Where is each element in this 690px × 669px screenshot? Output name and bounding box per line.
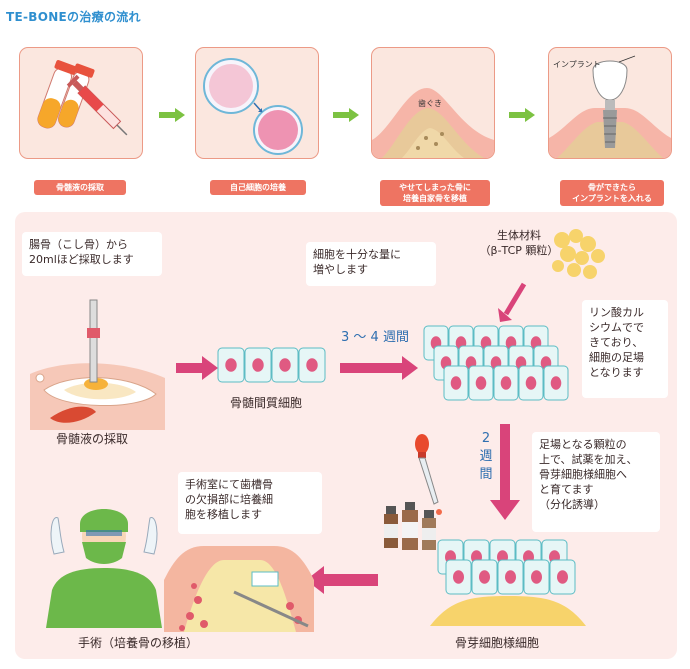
note-diff-line2: 上で、試薬を加え、 — [539, 453, 638, 466]
note-harvest: 腸骨（こし骨）から 20mlほど採取します — [22, 232, 162, 276]
caption-harvest: 骨髄液の採取 — [56, 432, 129, 446]
note-diff-line1: 足場となる顆粒の — [539, 438, 627, 451]
step-3-label-line2: 培養自家骨を移植 — [403, 194, 467, 203]
osteoblast-cell — [497, 559, 524, 595]
caption-osteoblast: 骨芽細胞様細胞 — [455, 636, 540, 650]
caption-surgery: 手術（培養骨の移植） — [78, 636, 199, 650]
period-2-weeks-num: 2 — [481, 431, 491, 446]
flow-arrow-left — [306, 566, 378, 594]
note-grow-line1: 細胞を十分な量に — [313, 248, 401, 261]
gum-label: 歯ぐき — [418, 99, 442, 108]
dropper-icon — [415, 434, 442, 515]
period-2-weeks-char1: 週 — [479, 449, 493, 464]
osteoblast-cell — [523, 559, 550, 595]
note-calcium-line4: 細胞の足場 — [589, 351, 644, 364]
cultured-cell-stack — [423, 325, 569, 401]
page-title: TE-BONEの治療の流れ — [6, 10, 141, 24]
note-diff-line5: （分化誘導） — [539, 498, 605, 511]
green-arrow-3 — [509, 108, 535, 122]
tubes-syringe-illustration — [37, 60, 128, 136]
step-3-label-line1: やせてしまった骨に — [399, 183, 471, 192]
surgeon-illustration — [46, 509, 162, 628]
step-4-label-line1: 骨ができたら — [588, 183, 636, 192]
material-arrow — [498, 282, 527, 322]
caption-msc: 骨髄間質細胞 — [230, 396, 303, 410]
osteoblast-cell — [445, 559, 472, 595]
cultured-cell — [468, 365, 494, 401]
hip-harvest-illustration — [30, 299, 165, 430]
step-2-label: 自己細胞の培養 — [210, 180, 306, 195]
step-bone-marrow-harvest — [19, 47, 143, 159]
cultured-cell — [518, 365, 544, 401]
material-label-line2: （β-TCP 顆粒） — [479, 244, 559, 257]
osteoblast-cells — [430, 539, 586, 626]
material-label: 生体材料 （β-TCP 顆粒） — [474, 228, 564, 258]
step-implant: インプラント — [548, 47, 672, 159]
tcp-granules — [552, 229, 605, 279]
green-arrow-2 — [333, 108, 359, 122]
period-3-4-weeks: 3 ～ 4 週間 — [341, 330, 409, 345]
note-grow-line2: 増やします — [313, 263, 368, 276]
petri-dish-illustration — [203, 58, 303, 155]
osteoblast-cell — [471, 559, 498, 595]
msc-cell — [271, 347, 299, 383]
reagent-bottles-icon — [384, 502, 436, 550]
step-1-label: 骨髄液の採取 — [34, 180, 126, 195]
msc-cells — [217, 347, 326, 383]
step-4-label: 骨ができたら インプラントを入れる — [560, 180, 664, 206]
note-calcium-line5: となります — [589, 366, 644, 379]
green-arrow-1 — [159, 108, 185, 122]
note-calcium-line2: シウムでで — [589, 321, 644, 334]
flow-arrow-2 — [340, 356, 418, 380]
material-label-line1: 生体材料 — [497, 229, 541, 242]
note-calcium-line1: リン酸カル — [589, 306, 644, 319]
step-4-label-line2: インプラントを入れる — [572, 194, 652, 203]
note-grow: 細胞を十分な量に 増やします — [306, 242, 436, 286]
note-calcium-line3: きており、 — [589, 336, 644, 349]
period-2-weeks: 2 週 間 — [478, 430, 494, 484]
flow-arrow-down — [490, 424, 520, 520]
note-transplant-line1: 手術室にて歯槽骨 — [185, 478, 273, 491]
msc-cell — [217, 347, 245, 383]
note-diff-line4: と育てます — [539, 483, 594, 496]
granule-base — [430, 596, 586, 626]
msc-cell — [244, 347, 272, 383]
note-calcium-phosphate: リン酸カル シウムでで きており、 細胞の足場 となります — [582, 300, 668, 398]
jaw-graft-illustration — [164, 546, 314, 632]
step-bone-graft: 歯ぐき — [371, 47, 495, 159]
implant-illustration — [549, 55, 671, 158]
period-2-weeks-char2: 間 — [479, 467, 493, 482]
note-harvest-line2: 20mlほど採取します — [29, 253, 134, 266]
note-transplant-line2: の欠損部に培養細 — [185, 493, 273, 506]
note-harvest-line1: 腸骨（こし骨）から — [29, 238, 128, 251]
gum-bone-illustration — [372, 88, 494, 158]
note-diff-line3: 骨芽細胞様細胞へ — [539, 468, 627, 481]
cultured-cell — [443, 365, 469, 401]
cultured-cell — [543, 365, 569, 401]
osteoblast-cell — [549, 559, 576, 595]
note-differentiation: 足場となる顆粒の 上で、試薬を加え、 骨芽細胞様細胞へ と育てます （分化誘導） — [532, 432, 660, 532]
cultured-cell — [493, 365, 519, 401]
msc-cell — [298, 347, 326, 383]
step-3-label: やせてしまった骨に 培養自家骨を移植 — [380, 180, 490, 206]
note-transplant: 手術室にて歯槽骨 の欠損部に培養細 胞を移植します — [178, 472, 322, 534]
implant-label: インプラント — [553, 60, 601, 69]
note-transplant-line3: 胞を移植します — [185, 508, 262, 521]
step-cell-culture — [195, 47, 319, 159]
flow-arrow-1 — [176, 356, 218, 380]
